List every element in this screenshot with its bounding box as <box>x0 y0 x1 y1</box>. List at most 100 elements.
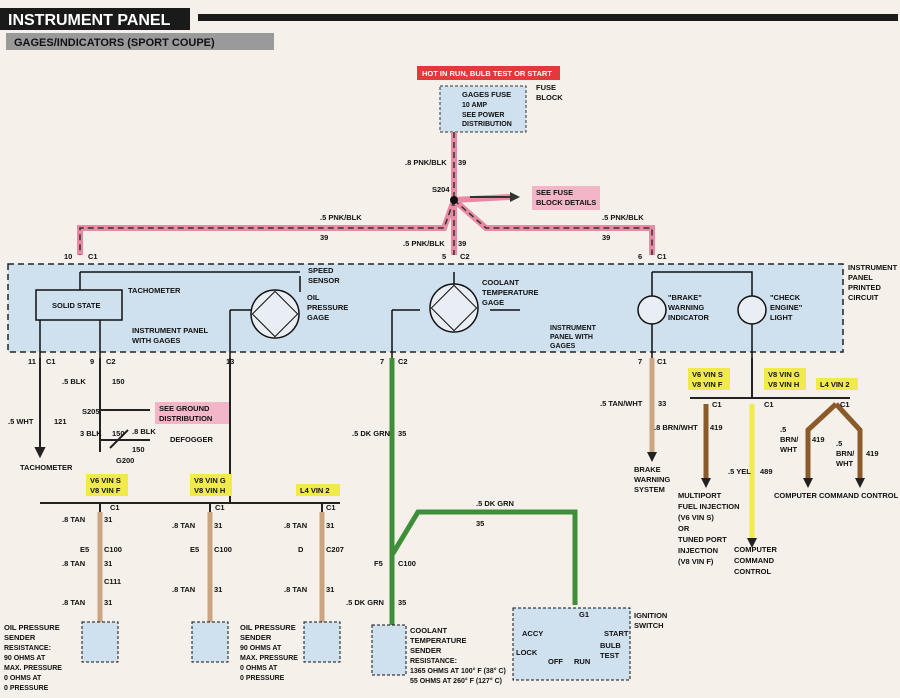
ops2-4: MAX. PRESSURE <box>240 655 298 662</box>
c207: C207 <box>326 545 344 554</box>
tan-label-1: .8 TAN <box>62 515 85 524</box>
coolant-temp-gage <box>429 283 479 333</box>
tan-label-5: .8 TAN <box>62 598 85 607</box>
green-wire <box>389 358 578 625</box>
ce-bus <box>690 358 850 399</box>
ip-label1: INSTRUMENT PANEL <box>132 326 209 335</box>
svg-text:C1: C1 <box>657 357 667 366</box>
cool-label3: GAGE <box>482 298 504 307</box>
speed-label2: SENSOR <box>308 276 340 285</box>
grn-label-1: .5 DK GRN <box>352 429 390 438</box>
c1-l4: C1 <box>326 503 336 512</box>
ops2-2: SENDER <box>240 633 272 642</box>
panel-label2: PANEL <box>848 273 873 282</box>
svg-text:7: 7 <box>638 357 642 366</box>
check-engine-bulb <box>737 295 767 325</box>
tan-wires <box>97 512 325 625</box>
tan-31-6: 31 <box>214 585 222 594</box>
tag-l4-mid <box>296 484 340 496</box>
oil-label2: PRESSURE <box>307 303 348 312</box>
ops2-3: 90 OHMS AT <box>240 645 282 652</box>
ops2-6: 0 PRESSURE <box>240 675 285 682</box>
cool-label2: TEMPERATURE <box>482 288 539 297</box>
tag-v8hr-text: V8 VIN H <box>768 380 799 389</box>
svg-text:C1: C1 <box>657 252 667 261</box>
brake-bulb <box>637 295 667 325</box>
oil-sender-1 <box>81 621 119 663</box>
c1-mid: C1 <box>215 503 225 512</box>
see-ground-tag <box>155 402 230 424</box>
brake-arrow <box>647 452 657 462</box>
label-39-left: 39 <box>320 233 328 242</box>
ign-label1: IGNITION <box>634 611 667 620</box>
svg-text:C2: C2 <box>106 357 116 366</box>
see-fuse2: BLOCK DETAILS <box>536 198 596 207</box>
tan-31-3: 31 <box>326 521 334 530</box>
ipg-label3: GAGES <box>550 343 576 350</box>
cts-4: RESISTANCE: <box>410 658 457 665</box>
ccc-full: COMPUTER COMMAND CONTROL <box>774 491 899 500</box>
title-rule <box>198 14 898 21</box>
fuse-block-label2: BLOCK <box>536 93 563 102</box>
coolant-sender <box>371 624 407 676</box>
brn-label-b1: .5 <box>836 439 842 448</box>
cts-1: COOLANT <box>410 626 447 635</box>
mpfi-3: (V6 VIN S) <box>678 513 714 522</box>
brnwht-label: .8 BRN/WHT <box>654 423 698 432</box>
check-label3: LIGHT <box>770 313 793 322</box>
label-150c: 150 <box>132 445 145 454</box>
label-150b: 150 <box>112 429 125 438</box>
c1-left: C1 <box>110 503 120 512</box>
yel-label: .5 YEL <box>728 467 751 476</box>
ccc-3: CONTROL <box>734 567 771 576</box>
ops1-4: 90 OHMS AT <box>4 655 46 662</box>
label-39-right: 39 <box>602 233 610 242</box>
tan-label-2: .8 TAN <box>172 521 195 530</box>
brake-label3: INDICATOR <box>668 313 710 322</box>
c100-left: C100 <box>104 545 122 554</box>
tan-31-2: 31 <box>214 521 222 530</box>
page-title: INSTRUMENT PANEL <box>8 12 171 29</box>
e5-mid: E5 <box>190 545 199 554</box>
fuse-block-label1: FUSE <box>536 83 556 92</box>
label-5pnk-mid: .5 PNK/BLK <box>403 239 445 248</box>
ops1-3: RESISTANCE: <box>4 645 51 652</box>
svg-text:10: 10 <box>64 252 72 261</box>
panel-label1: INSTRUMENT <box>848 263 898 272</box>
grn-35-1: 35 <box>398 429 406 438</box>
ops1-2: SENDER <box>4 633 36 642</box>
tag-v6-left <box>86 474 128 496</box>
ign-bulb2: TEST <box>600 651 620 660</box>
tan-31-1: 31 <box>104 515 112 524</box>
page-subtitle: GAGES/INDICATORS (SPORT COUPE) <box>14 37 215 49</box>
tan-31-5: 31 <box>104 598 112 607</box>
panel-label3: PRINTED <box>848 283 882 292</box>
brake-sys2: WARNING <box>634 475 670 484</box>
label-5pnk-left: .5 PNK/BLK <box>320 213 362 222</box>
fuse-banner: HOT IN RUN, BULB TEST OR START <box>422 69 552 78</box>
mpfi-arrow <box>701 478 711 488</box>
tan-label-4: .8 TAN <box>62 559 85 568</box>
pink-wires <box>77 132 655 255</box>
brn-label-b3: WHT <box>836 459 853 468</box>
fuse-block <box>439 85 527 133</box>
label-8blk: .8 BLK <box>132 427 156 436</box>
tag-v8gr-text: V8 VIN G <box>768 370 800 379</box>
tag-v6-text: V6 VIN S <box>90 476 121 485</box>
ignition-switch <box>512 607 631 681</box>
svg-text:C1: C1 <box>46 357 56 366</box>
ign-accy: ACCY <box>522 629 543 638</box>
cool-label1: COOLANT <box>482 278 519 287</box>
ccc-arrow-b <box>855 478 865 488</box>
ccc-2: COMMAND <box>734 556 775 565</box>
label-39-top: 39 <box>458 158 466 167</box>
ops1-5: MAX. PRESSURE <box>4 665 62 672</box>
label-s204: S204 <box>432 185 450 194</box>
ign-bulb1: BULB <box>600 641 621 650</box>
oil-gage-coil <box>251 290 299 338</box>
mpfi-5: TUNED PORT <box>678 535 727 544</box>
mpfi-2: FUEL INJECTION <box>678 502 740 511</box>
c1-mpfi: C1 <box>712 400 722 409</box>
brn-419-a: 419 <box>812 435 825 444</box>
